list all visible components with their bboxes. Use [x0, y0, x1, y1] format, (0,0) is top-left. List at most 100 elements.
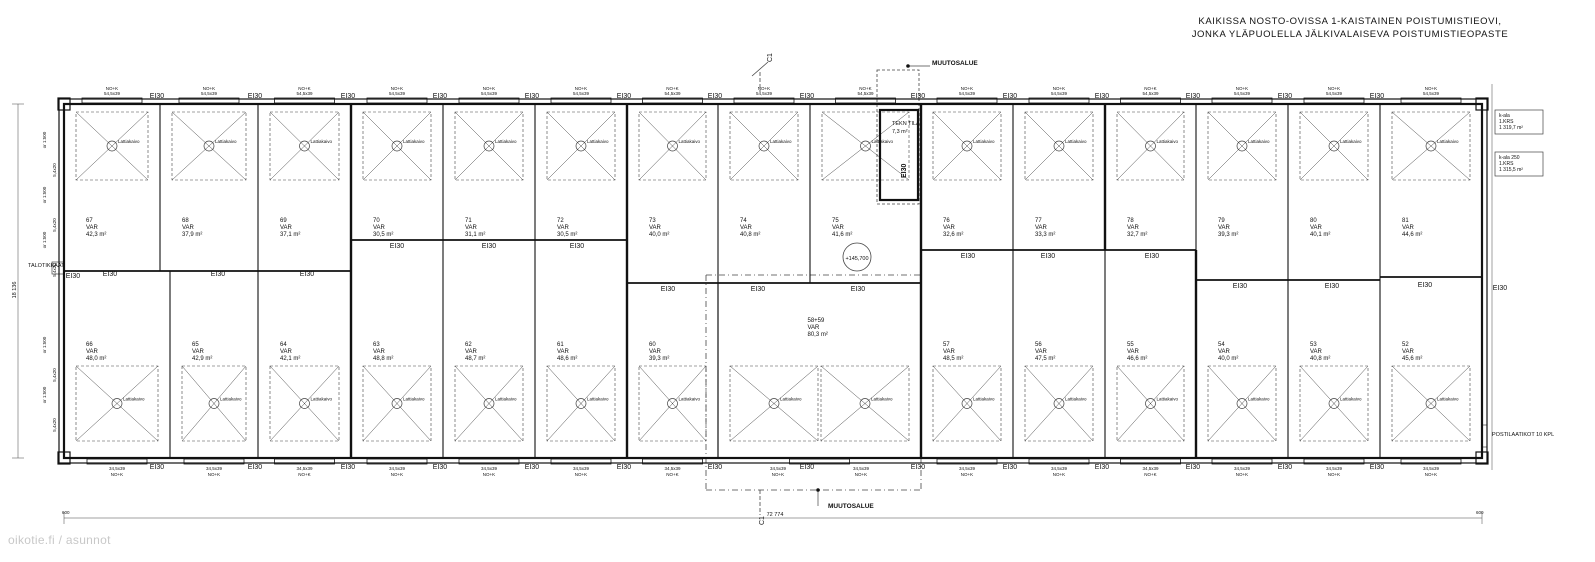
- door-size-label: 54,5x39: [756, 91, 773, 96]
- bay-outline: [269, 111, 340, 181]
- room-area: 42,9 m²: [192, 356, 212, 362]
- room-use: VAR: [943, 349, 956, 355]
- fire-rating-label: EI30: [390, 243, 405, 250]
- door-size-label: 34,5x39: [573, 466, 590, 471]
- bay-outline: [362, 365, 432, 442]
- room-number: 80: [1310, 218, 1317, 224]
- dimension-label: 600: [62, 510, 70, 515]
- drain-label: Lattiakaivo: [311, 139, 333, 144]
- corner-column: [1475, 451, 1489, 465]
- bay-outline: [729, 365, 819, 442]
- bay-outline: [1116, 111, 1185, 181]
- door-type-label: NO+K: [1144, 86, 1156, 91]
- bay-outline: [638, 365, 707, 442]
- floor-drain-icon: [860, 140, 871, 152]
- bay-cross: [1207, 111, 1277, 181]
- room-number: 72: [557, 218, 564, 224]
- bay-outline: [820, 365, 910, 442]
- corner-column: [1475, 97, 1489, 111]
- fire-rating-label: EI30: [661, 286, 676, 293]
- bay-cross: [362, 365, 432, 442]
- fire-rating-label: EI30: [1145, 253, 1160, 260]
- floor-drain-icon: [203, 140, 215, 152]
- floor-drain-icon: [667, 140, 678, 152]
- drain-label: Lattiakaivo: [311, 397, 333, 402]
- change-area-label-top: MUUTOSALUE: [932, 60, 978, 67]
- header-note-line2: JONKA YLÄPUOLELLA JÄLKIVALAISEVA POISTUM…: [1191, 29, 1509, 40]
- fire-rating-label: EI30: [570, 243, 585, 250]
- fire-rating-label: EI30: [1418, 282, 1433, 289]
- fire-rating-label: EI30: [482, 243, 497, 250]
- room-use: VAR: [1402, 225, 1415, 231]
- floor-drain-icon: [391, 398, 403, 409]
- fire-rating-label: EI30: [1095, 93, 1110, 100]
- room-area: 32,6 m²: [943, 232, 963, 238]
- tech-room-outline: [876, 69, 920, 205]
- fire-rating-label: EI30: [1233, 283, 1248, 290]
- section-arrow: [751, 61, 769, 77]
- room-use: VAR: [280, 225, 293, 231]
- fire-rating-label: EI30: [617, 464, 632, 471]
- area-box-2-line2: 1.KRS: [1499, 161, 1514, 167]
- left-side-label: TALOTIKKAAT: [28, 263, 65, 269]
- door-size-label: 34,5x39: [109, 466, 126, 471]
- room-area: 37,1 m²: [280, 232, 300, 238]
- room-area: 45,6 m²: [1402, 356, 1422, 362]
- floor-drain-icon: [575, 398, 587, 409]
- corner-column: [57, 451, 71, 465]
- room-number: 73: [649, 218, 656, 224]
- overhead-door: [1028, 458, 1090, 465]
- fire-rating-label: EI30: [300, 271, 315, 278]
- dimension-label: 600: [1476, 510, 1484, 515]
- door-type-label: NO+K: [298, 472, 310, 477]
- drain-label: Lattiakaivo: [123, 397, 145, 402]
- door-type-label: NO+K: [203, 86, 215, 91]
- door-type-label: NO+K: [298, 86, 310, 91]
- door-size-label: 34,5x39: [853, 466, 870, 471]
- bay-cross: [1299, 111, 1369, 181]
- room-use: VAR: [740, 225, 753, 231]
- room-number: 60: [649, 342, 656, 348]
- door-size-label: 54,5x39: [389, 91, 406, 96]
- drain-label: Lattiakaivo: [1340, 397, 1362, 402]
- area-box-1-line3: 1 319,7 m²: [1499, 125, 1523, 131]
- door-type-label: NO+K: [859, 86, 871, 91]
- overhead-door: [789, 458, 850, 465]
- room-area: 41,6 m²: [832, 232, 852, 238]
- drain-label: Lattiakaivo: [587, 139, 609, 144]
- room-number: 65: [192, 342, 199, 348]
- bay-cross: [269, 365, 340, 442]
- total-height-dimension: 18 136: [12, 282, 18, 299]
- floor-drain-icon: [391, 140, 403, 152]
- room-number: 74: [740, 218, 747, 224]
- drain-label: Lattiakaivo: [1437, 139, 1459, 144]
- bay-outline: [269, 365, 340, 442]
- floor-drain-icon: [1236, 140, 1248, 152]
- drain-label: Lattiakaivo: [215, 139, 237, 144]
- door-size-label: 54,5x39: [1142, 91, 1159, 96]
- door-size-label: 34,5x39: [1234, 466, 1251, 471]
- fire-rating-label: EI30: [1278, 93, 1293, 100]
- room-number: 79: [1218, 218, 1225, 224]
- bay-cross: [75, 111, 149, 181]
- room-number: 70: [373, 218, 380, 224]
- door-size-label: 54,5x39: [664, 91, 681, 96]
- tech-room-label: TEKN TILA: [892, 121, 920, 127]
- fire-rating-label: EI30: [800, 464, 815, 471]
- door-size-label: 54,5x39: [201, 91, 218, 96]
- bay-cross: [1024, 111, 1094, 181]
- door-size-label: 54,5x39: [573, 91, 590, 96]
- door-type-label: NO+K: [666, 86, 678, 91]
- drain-label: Lattiakaivo: [1065, 397, 1087, 402]
- bay-outline: [1207, 365, 1277, 442]
- door-type-label: NO+K: [483, 472, 495, 477]
- room-number: 56: [1035, 342, 1042, 348]
- fire-rating-label: EI30: [1186, 93, 1201, 100]
- drain-label: Lattiakaivo: [679, 397, 701, 402]
- bay-outline: [1299, 111, 1369, 181]
- room-area: 40,8 m²: [1310, 356, 1330, 362]
- area-box-2: [1494, 151, 1544, 177]
- door-type-label: NO+K: [1144, 472, 1156, 477]
- door-type-label: NO+K: [1053, 472, 1065, 477]
- door-type-label: NO+K: [208, 472, 220, 477]
